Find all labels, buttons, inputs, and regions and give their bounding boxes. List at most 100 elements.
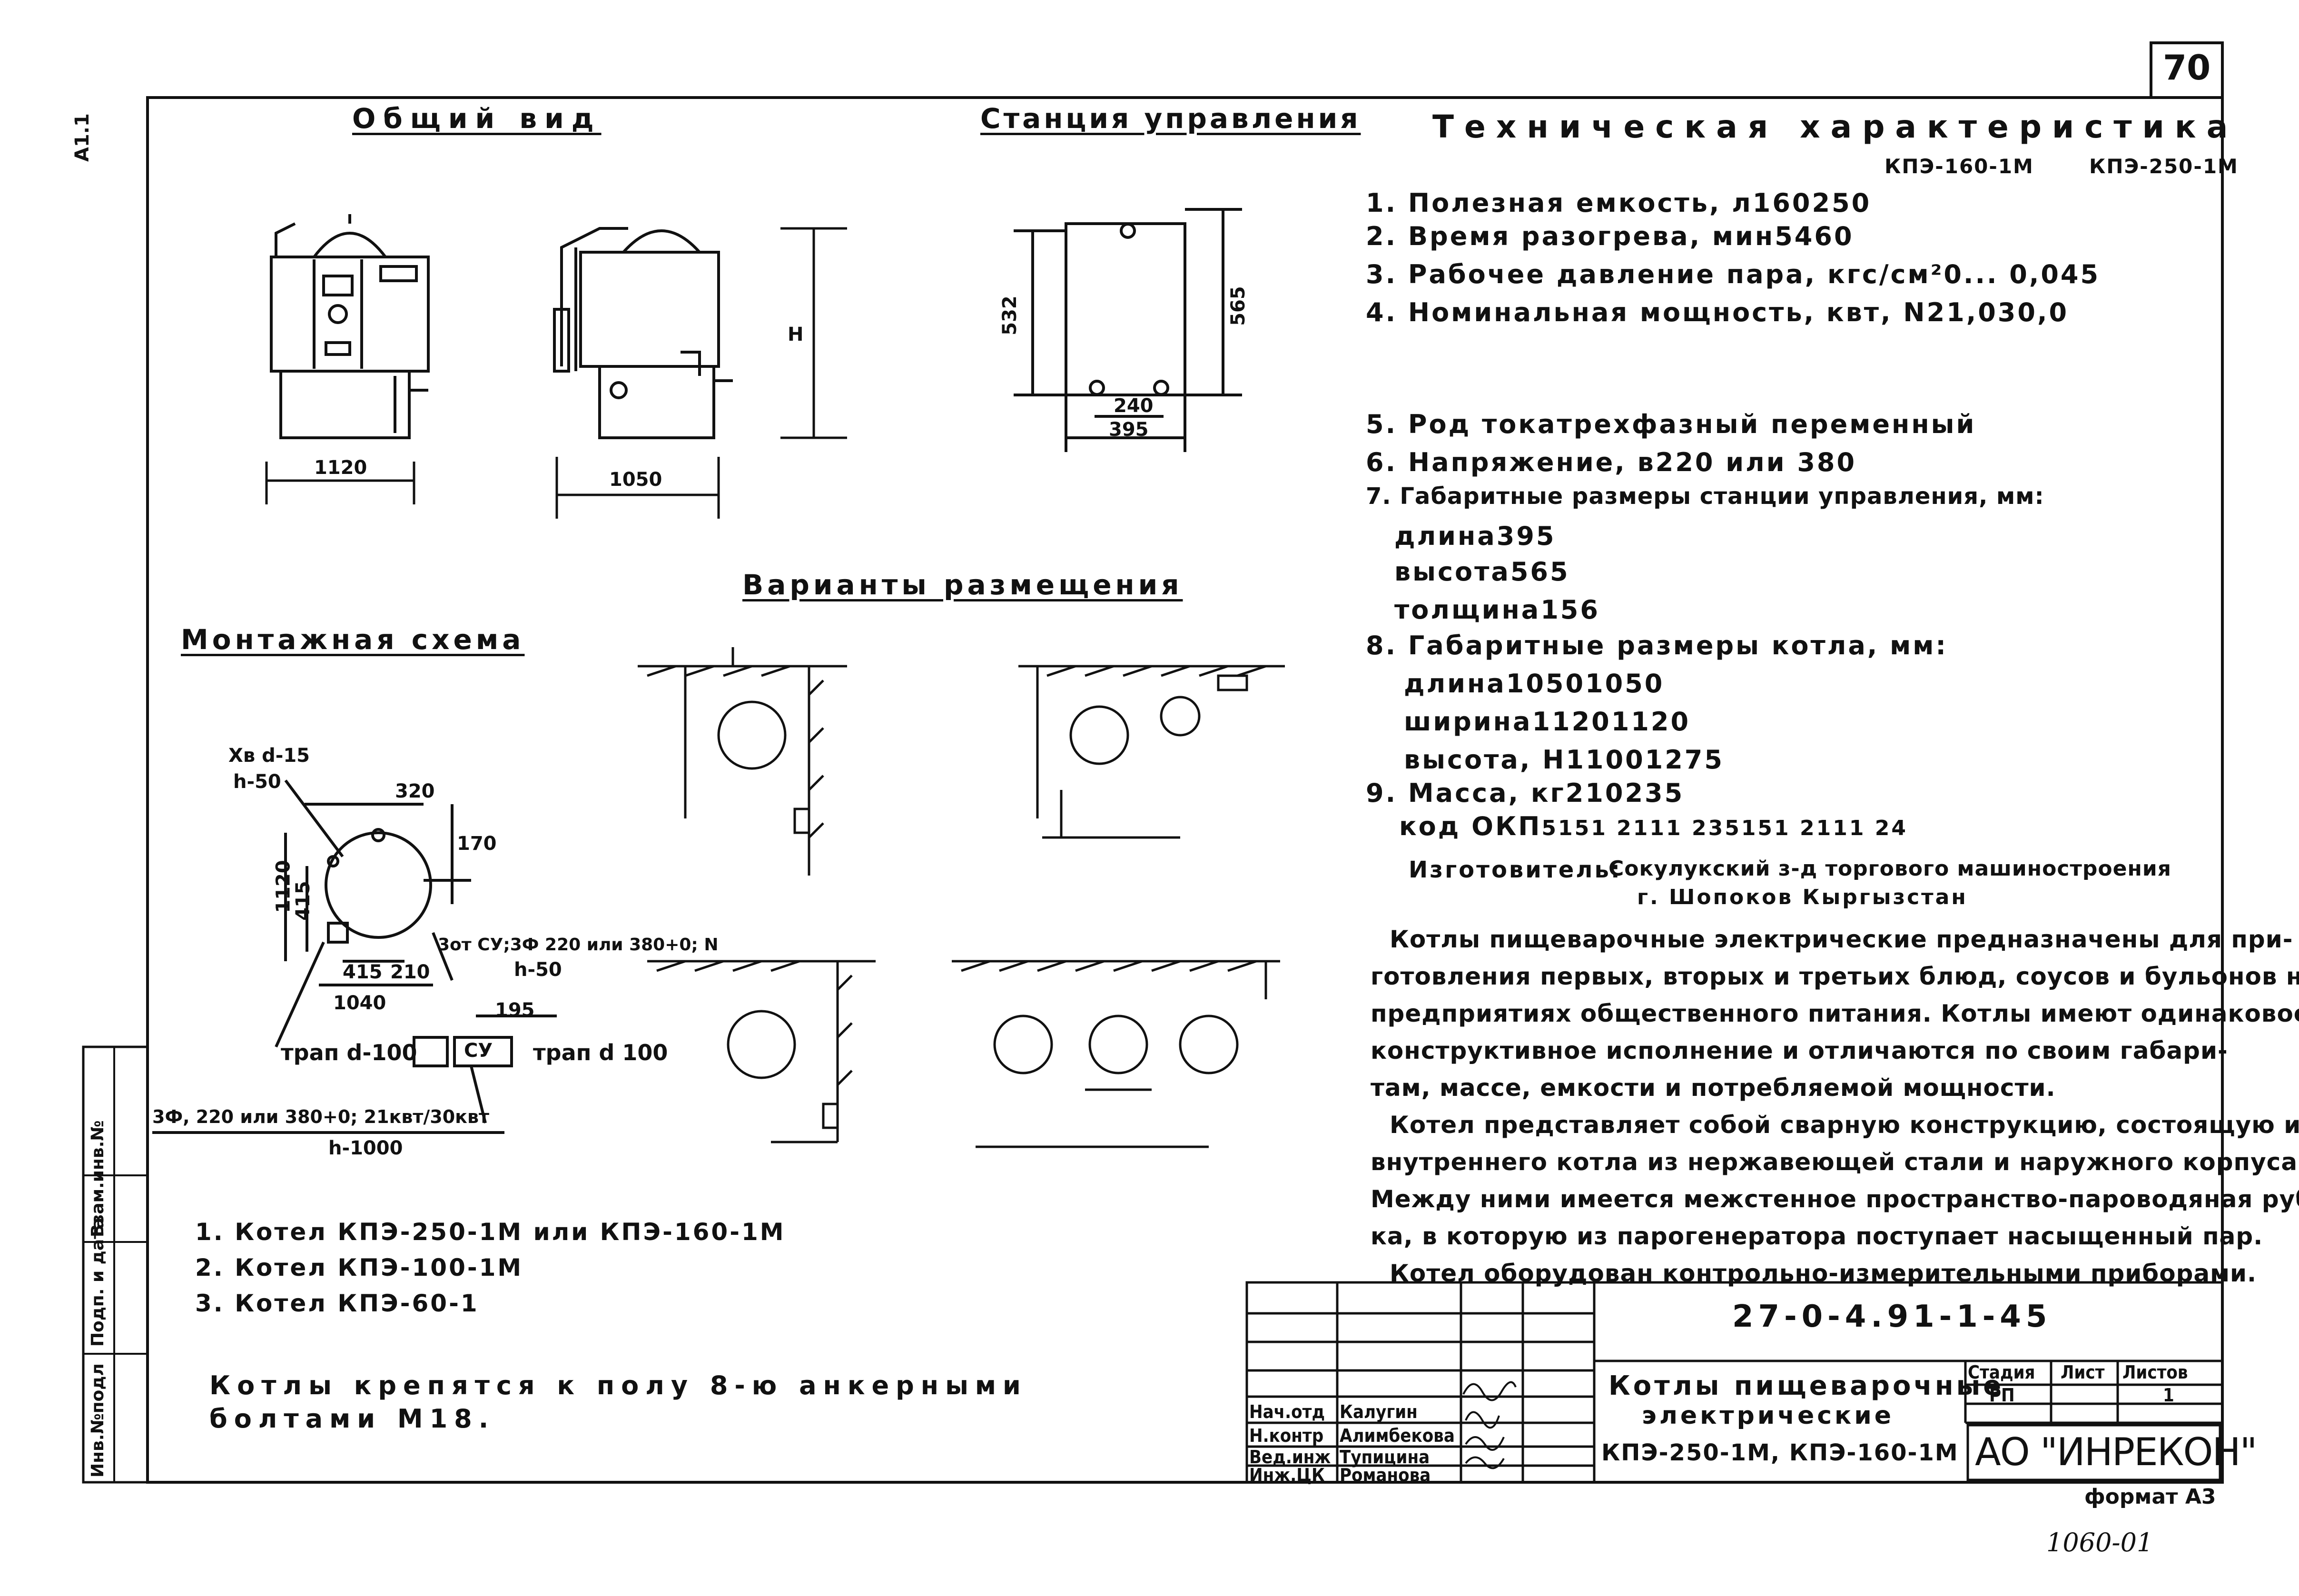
format-label: формат А3: [2084, 1485, 2216, 1509]
doc-code: 27-0-4.91-1-45: [1732, 1299, 2052, 1334]
title-specs: Техническая характеристика: [1432, 108, 2239, 145]
spec-value-a: 210: [1565, 778, 1625, 808]
stamp-name: Романова: [1340, 1465, 1431, 1486]
mount-1120: 1120: [272, 860, 295, 913]
stamp-title-3: КПЭ-250-1М, КПЭ-160-1М: [1601, 1439, 1959, 1466]
spec-model-b: КПЭ-250-1М: [2089, 155, 2239, 178]
dim-1120: 1120: [314, 457, 367, 479]
spec-label: 1. Полезная емкость, л: [1366, 188, 1753, 218]
spec-label: 5. Род тока: [1366, 409, 1557, 439]
spec-label: длина: [1404, 669, 1506, 699]
title-placement: Варианты размещения: [742, 569, 1183, 601]
description-line: Котел оборудован контрольно-измерительны…: [1390, 1260, 2257, 1287]
spec-label: 9. Масса, кг: [1366, 778, 1566, 808]
spec-label: код ОКП: [1399, 811, 1542, 841]
description-line: предприятиях общественного питания. Котл…: [1371, 1000, 2299, 1027]
spec-value-b: 60: [1814, 221, 1854, 251]
spec-label: 6. Напряжение, в: [1366, 447, 1656, 477]
description-line: ка, в которую из парогенератора поступае…: [1371, 1222, 2263, 1250]
stamp-name: Калугин: [1340, 1401, 1418, 1422]
legend-item: 1. Котел КПЭ-250-1М или КПЭ-160-1М: [195, 1218, 786, 1246]
mount-power: 3Ф, 220 или 380+0; 21квт/30квт: [152, 1106, 490, 1127]
stamp-sheet-header: Лист: [2061, 1362, 2105, 1383]
spec-label: 8. Габаритные размеры котла, мм:: [1366, 631, 1948, 660]
spec-value-a: 156: [1540, 595, 1600, 625]
placement-variants-drawing: [638, 647, 1285, 1148]
description-line: Котел представляет собой сварную констру…: [1390, 1111, 2299, 1139]
boiler-side-view: [553, 227, 733, 439]
spec-value-b: 1120: [1611, 707, 1691, 737]
spec-value-b: 235: [1625, 778, 1685, 808]
spec-value-a: трехфазный переменный: [1557, 409, 1976, 439]
dim-1050: 1050: [609, 469, 662, 491]
mount-320: 320: [395, 780, 435, 802]
dim-532: 532: [998, 296, 1021, 335]
legend-item: 2. Котел КПЭ-100-1М: [195, 1254, 523, 1281]
stamp-title-1: Котлы пищеварочные: [1608, 1370, 2004, 1401]
mount-h50b: h-50: [514, 959, 562, 981]
spec-label: 2. Время разогрева, мин: [1366, 221, 1775, 251]
title-control-station: Станция управления: [980, 102, 1361, 135]
description-line: готовления первых, вторых и третьих блюд…: [1371, 963, 2299, 990]
legend-item: 3. Котел КПЭ-60-1: [195, 1290, 479, 1317]
control-station-drawing: [1014, 208, 1242, 452]
spec-value-b: 1275: [1645, 745, 1724, 775]
dim-240: 240: [1114, 395, 1154, 417]
side-stamp-label: Взам.инв.№: [88, 1120, 108, 1237]
description-line: Котлы пищеварочные электрические предназ…: [1390, 926, 2293, 953]
mount-trap: трап d-100: [281, 1040, 417, 1065]
title-mounting: Монтажная схема: [181, 623, 525, 656]
spec-label: 4. Номинальная мощность, квт, N: [1366, 297, 1927, 327]
title-general-view: Общий вид: [352, 102, 602, 135]
spec-label: длина: [1394, 521, 1497, 551]
spec-value-b: 250: [1812, 188, 1872, 218]
stamp-sheets-value: 1: [2163, 1385, 2174, 1406]
mount-trapd: трап d 100: [533, 1040, 668, 1065]
company-logo: АО "ИНРЕКОН": [1975, 1430, 2257, 1474]
mount-h50: h-50: [233, 771, 281, 793]
stamp-name: Тупицина: [1340, 1447, 1430, 1468]
spec-value-a: 5151 2111 23: [1541, 816, 1725, 840]
mount-su: СУ: [464, 1040, 493, 1062]
mount-xv: Хв d-15: [228, 745, 310, 767]
stamp-name: Алимбекова: [1340, 1425, 1455, 1446]
mounting-scheme-drawing: [152, 779, 557, 1134]
spec-value-a: 220 или 380: [1655, 447, 1857, 477]
description-line: там, массе, емкости и потребляемой мощно…: [1371, 1074, 2056, 1102]
manufacturer-name: Сокулукский з-д торгового машиностроения: [1608, 857, 2171, 881]
signatures: [1462, 1381, 1517, 1469]
mount-from-su: 3от СУ;3Ф 220 или 380+0; N: [438, 935, 719, 955]
spec-label: толщина: [1394, 595, 1541, 625]
stamp-role: Инж.ЦК: [1249, 1465, 1325, 1486]
stamp-role: Нач.отд: [1249, 1401, 1325, 1422]
mount-170: 170: [457, 833, 497, 855]
spec-value-b: 5151 2111 24: [1725, 816, 1908, 840]
mount-415: 415: [292, 881, 314, 921]
spec-value-a: 54: [1775, 221, 1815, 251]
stamp-title-2: электрические: [1642, 1401, 1894, 1430]
note-line: болтами М18.: [209, 1404, 495, 1434]
sheet-number: 70: [2163, 48, 2211, 88]
mount-210: 210: [390, 961, 430, 983]
stamp-role: Вед.инж: [1249, 1447, 1331, 1468]
corner-code: А1.1: [71, 113, 93, 162]
manufacturer-city: г. Шопоков Кыргызстан: [1637, 885, 1968, 909]
note-line: Котлы крепятся к полу 8-ю анкерными: [209, 1370, 1027, 1400]
mount-1040: 1040: [333, 992, 386, 1014]
description: Котлы пищеварочные электрические предназ…: [1371, 921, 2299, 1292]
spec-value-a: 160: [1752, 188, 1812, 218]
boiler-front-view: [270, 214, 430, 439]
mount-415b: 415: [343, 961, 383, 983]
spec-label: высота: [1394, 557, 1510, 587]
stamp-stage-value: РП: [1989, 1385, 2015, 1406]
spec-label: 7. Габаритные размеры станции управления…: [1366, 483, 2044, 510]
spec-value-a: 21,0: [1926, 297, 1998, 327]
stamp-sheets-header: Листов: [2122, 1362, 2188, 1383]
spec-value-a: 1050: [1506, 669, 1586, 699]
mount-195: 195: [495, 999, 535, 1021]
spec-value-a: 0... 0,045: [1944, 259, 2101, 289]
spec-value-a: 1100: [1566, 745, 1645, 775]
spec-label: ширина: [1404, 707, 1532, 737]
spec-table: 1. Полезная емкость, л160250 2. Время ра…: [1366, 188, 2213, 892]
